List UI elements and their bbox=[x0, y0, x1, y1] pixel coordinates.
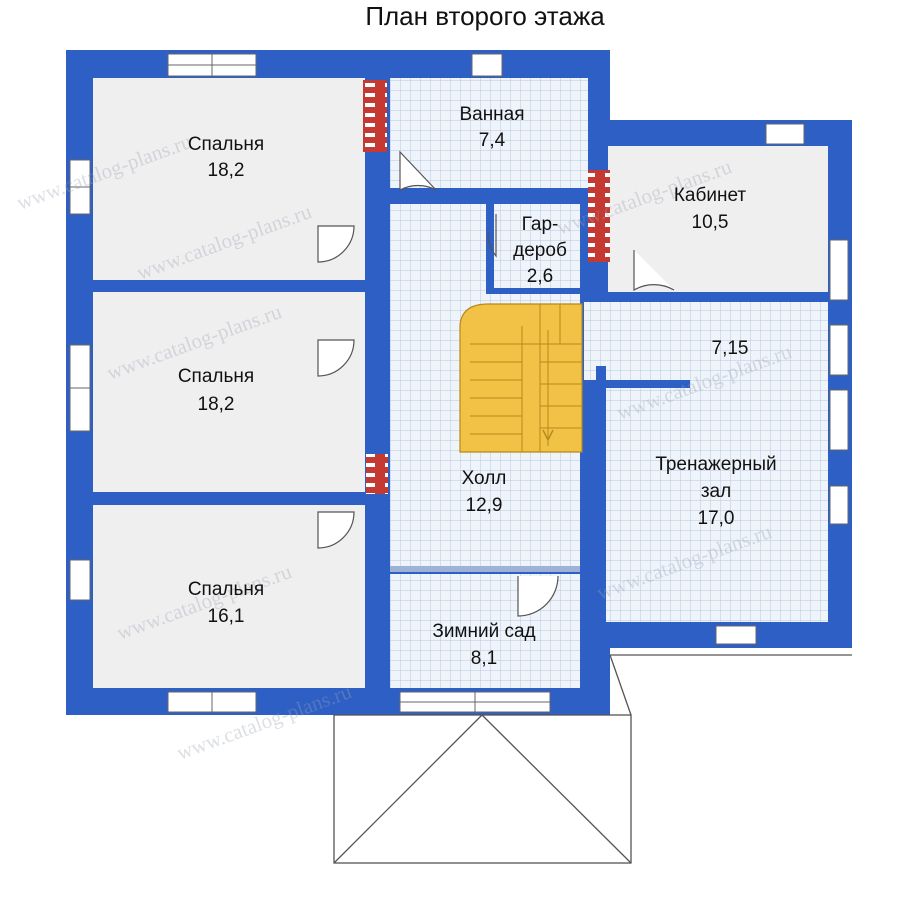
study-area: 10,5 bbox=[692, 212, 729, 233]
winter-garden-name: Зимний сад bbox=[432, 621, 535, 642]
gym-name-line1: Тренажерный bbox=[655, 454, 776, 475]
chimney-bath bbox=[363, 80, 387, 152]
wardrobe-area: 2,6 bbox=[527, 266, 553, 287]
bathroom-area: 7,4 bbox=[479, 130, 506, 151]
chimneys bbox=[363, 80, 610, 494]
gym-name-line2: зал bbox=[701, 481, 731, 502]
bathroom-name: Ванная bbox=[459, 104, 524, 125]
floor-bathroom bbox=[390, 78, 588, 188]
floor-wardrobe bbox=[496, 204, 580, 290]
winter-garden-area: 8,1 bbox=[471, 648, 497, 669]
floor-bedroom-2 bbox=[93, 292, 365, 492]
plan-title: План второго этажа bbox=[365, 1, 605, 31]
chimney-study bbox=[588, 170, 610, 262]
doors bbox=[317, 150, 675, 617]
study-name: Кабинет bbox=[674, 185, 747, 206]
window-mullions bbox=[70, 54, 550, 712]
room-labels: Спальня 18,2 Ванная 7,4 Кабинет 10,5 Гар… bbox=[178, 104, 777, 669]
partitions bbox=[390, 204, 690, 622]
floor-corridor bbox=[584, 302, 828, 380]
chimney-hall bbox=[366, 454, 388, 494]
bedroom-1-name: Спальня bbox=[188, 134, 264, 155]
staircase bbox=[459, 303, 583, 453]
wardrobe-name-line1: Гар- bbox=[522, 214, 559, 235]
bedroom-2-name: Спальня bbox=[178, 366, 254, 387]
porch bbox=[333, 654, 852, 864]
hall-area: 12,9 bbox=[466, 495, 503, 516]
bedroom-3-name: Спальня bbox=[188, 579, 264, 600]
hall-name: Холл bbox=[462, 468, 507, 489]
bedroom-1-area: 18,2 bbox=[208, 160, 245, 181]
room-floors bbox=[93, 78, 828, 688]
wardrobe-name-line2: дероб bbox=[513, 240, 567, 261]
bedroom-2-area: 18,2 bbox=[198, 394, 235, 415]
floor-gym bbox=[606, 380, 828, 622]
bedroom-3-area: 16,1 bbox=[208, 606, 245, 627]
gym-area: 17,0 bbox=[698, 508, 735, 529]
corridor-area: 7,15 bbox=[712, 338, 749, 359]
